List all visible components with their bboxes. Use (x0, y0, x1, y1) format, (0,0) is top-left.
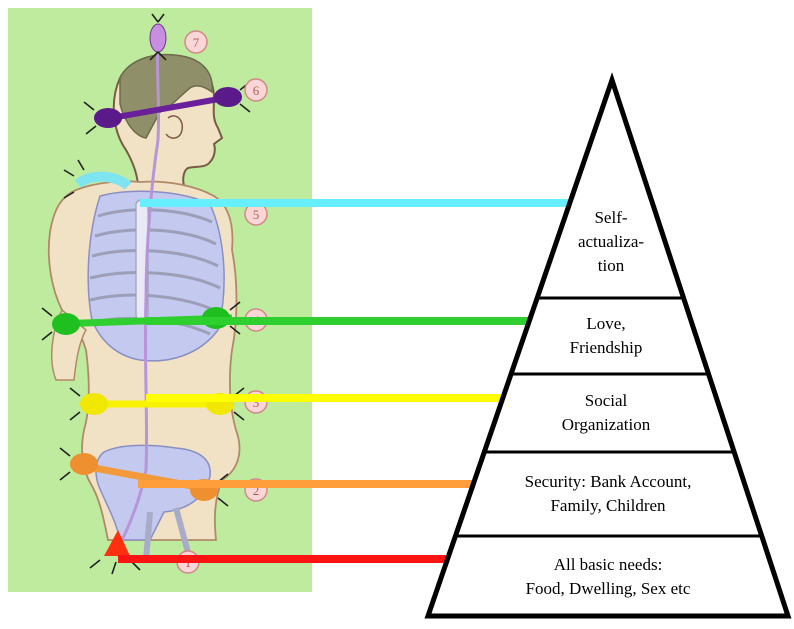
number-circle (184, 30, 208, 54)
chakra-number-5: 5 (253, 207, 260, 222)
needs-pyramid (424, 72, 792, 619)
pyramid-outline (424, 72, 792, 619)
rib-cage (87, 190, 225, 362)
tier-label-1: Self-actualiza-tion (461, 206, 761, 278)
chakra-number-3: 3 (253, 395, 260, 410)
tier-label-line: Family, Children (550, 496, 666, 515)
chakra-number-6: 6 (253, 83, 260, 98)
tier-label-line: Friendship (569, 338, 643, 357)
tier-label-line: Security: Bank Account, (524, 472, 692, 491)
tier-label-line: All basic needs: (553, 555, 663, 574)
tier-label-line: Food, Dwelling, Sex etc (525, 579, 691, 598)
chakra-knot-crown (149, 13, 167, 61)
number-circle (244, 78, 268, 102)
tier-label-4: Security: Bank Account, Family, Children (458, 470, 758, 518)
tier-label-line: Social (584, 391, 628, 410)
chakra-knot-throat (63, 159, 132, 199)
tier-label-line: Organization (561, 415, 651, 434)
tier-label-line: actualiza- (577, 232, 645, 251)
tier-dividers (455, 296, 762, 538)
tier-label-2: Love, Friendship (456, 312, 756, 360)
pelvis (95, 444, 211, 541)
connector-lines (118, 199, 572, 563)
hair (119, 53, 214, 139)
chakra-number-2: 2 (253, 483, 260, 498)
tier-label-line: Love, (586, 314, 626, 333)
tier-label-5: All basic needs: Food, Dwelling, Sex etc (458, 553, 758, 601)
ear (165, 115, 184, 139)
tier-label-line: Self- (594, 208, 628, 227)
tier-label-line: tion (597, 256, 625, 275)
chakra-knot-brow (83, 81, 251, 135)
body-illustration: 7654321 (8, 8, 312, 592)
chakra-number-7: 7 (193, 35, 200, 50)
